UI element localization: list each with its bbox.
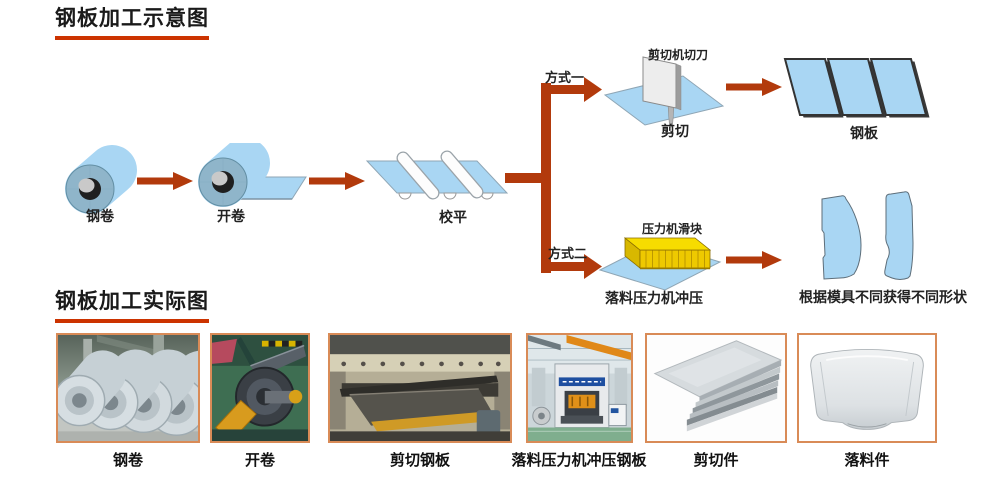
- photo-caption: 落料压力机冲压钢板: [511, 452, 647, 469]
- photo-steel-coil: [56, 333, 200, 443]
- branch-connector-icon: [505, 65, 605, 285]
- label-shapes-note: 根据模具不同获得不同形状: [799, 289, 967, 305]
- photo-caption: 开卷: [244, 452, 275, 469]
- label-coil: 钢卷: [86, 208, 114, 224]
- leveling-machine-icon: [360, 148, 520, 210]
- photo-caption: 钢卷: [112, 452, 143, 469]
- uncoiling-icon: [188, 138, 313, 215]
- label-plates: 钢板: [850, 125, 878, 141]
- label-press-slider: 压力机滑块: [642, 222, 703, 236]
- schematic-section-title: 钢板加工示意图: [55, 6, 209, 41]
- steel-coil-icon: [58, 145, 138, 217]
- stamped-shapes-icon: [800, 188, 925, 283]
- shearing-icon: [600, 50, 730, 130]
- steel-plates-icon: [780, 52, 930, 122]
- photo-caption: 剪切件: [693, 452, 739, 469]
- photos-section-title: 钢板加工实际图: [55, 289, 209, 324]
- sheared-plates-photo-art: [647, 335, 785, 441]
- flow-arrow-icon: [726, 250, 784, 275]
- photo-blanking-press: [526, 333, 633, 443]
- photo-blanked-part: [797, 333, 937, 443]
- blanked-part-photo-art: [799, 335, 935, 441]
- label-uncoil: 开卷: [217, 208, 245, 224]
- shearing-line-photo-art: [330, 335, 510, 441]
- label-level: 校平: [439, 209, 467, 225]
- flow-arrow-icon: [726, 77, 784, 102]
- photo-caption: 落料件: [844, 452, 890, 469]
- flow-arrow-icon: [309, 171, 367, 196]
- photo-uncoiler: [210, 333, 310, 443]
- blanking-press-photo-art: [528, 335, 631, 441]
- label-method2: 方式二: [548, 246, 588, 261]
- uncoiler-photo-art: [212, 335, 308, 441]
- photo-sheared-plates: [645, 333, 787, 443]
- label-blanking: 落料压力机冲压: [605, 290, 703, 306]
- label-shear: 剪切: [661, 123, 689, 139]
- photo-caption: 剪切钢板: [389, 452, 450, 469]
- blanking-press-icon: [590, 225, 725, 297]
- flow-arrow-icon: [137, 171, 195, 196]
- photo-shearing-line: [328, 333, 512, 443]
- label-shear-blade: 剪切机切刀: [648, 48, 709, 62]
- steel-coil-photo-art: [58, 335, 198, 441]
- label-method1: 方式一: [545, 70, 585, 85]
